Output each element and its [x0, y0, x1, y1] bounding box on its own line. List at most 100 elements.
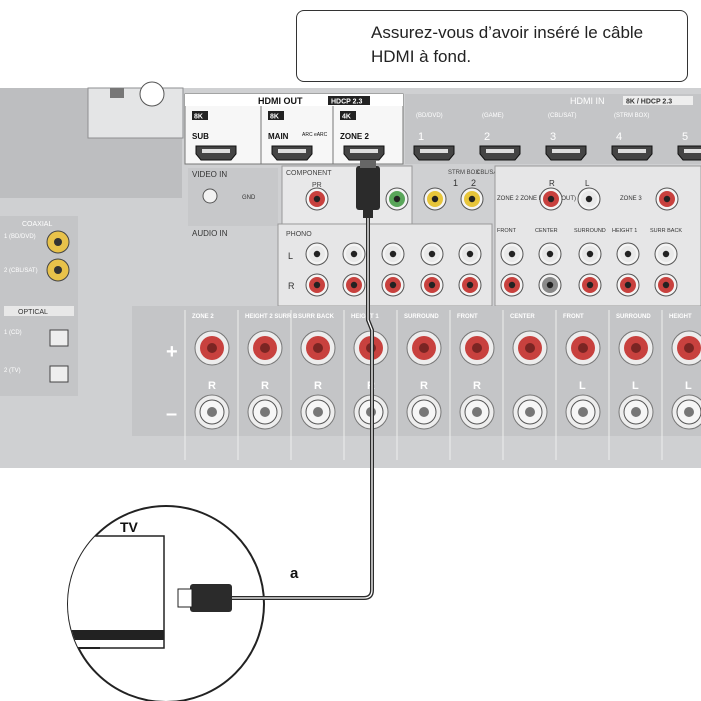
phono-label: PHONO [286, 231, 312, 238]
preout-jack-bottom[interactable] [578, 273, 602, 297]
optical-jack-2[interactable] [49, 365, 69, 383]
audio-in-jack-l[interactable] [458, 242, 482, 266]
speaker-column-name: HEIGHT 2 SURR B [245, 314, 298, 320]
preout-jack-top[interactable] [654, 242, 678, 266]
preout-jack-bottom[interactable] [538, 273, 562, 297]
hdmi-out-port[interactable] [343, 145, 385, 161]
hdmi-out-port-name: MAIN [268, 132, 289, 141]
hdmi-out-res-text: 8K [194, 114, 203, 121]
hdmi-out-port[interactable] [271, 145, 313, 161]
hdmi-in-port[interactable] [677, 145, 701, 161]
composite-num-1: 1 [453, 178, 458, 188]
audio-in-jack-l[interactable] [420, 242, 444, 266]
speaker-terminal-minus[interactable] [459, 394, 495, 430]
speaker-terminal-plus[interactable] [300, 330, 336, 366]
hdmi-cable: a [177, 160, 380, 612]
hdmi-out-port-name: ZONE 2 [340, 132, 369, 141]
hdmi-out-res-badge [268, 111, 284, 120]
antenna-connector [139, 81, 165, 107]
speaker-terminal-plus[interactable] [459, 330, 495, 366]
composite-label-1: STRM BOX [448, 170, 479, 176]
preout-jack-bottom[interactable] [616, 273, 640, 297]
audio-in-jack-l[interactable] [381, 242, 405, 266]
component-jack-y[interactable] [385, 187, 409, 211]
speaker-terminal-plus[interactable] [247, 330, 283, 366]
speaker-terminal-plus[interactable] [671, 330, 701, 366]
composite-jack-1[interactable] [423, 187, 447, 211]
preout-jack-bottom[interactable] [500, 273, 524, 297]
gnd-screw[interactable] [202, 188, 218, 204]
zone2-zoneb-label: ZONE 2 ZONE B (LINE OUT) [497, 196, 576, 202]
preout-jack-bottom[interactable] [654, 273, 678, 297]
speaker-side-letter: R [314, 380, 322, 392]
speaker-terminal-plus[interactable] [406, 330, 442, 366]
zone2-out-l[interactable] [577, 187, 601, 211]
hdmi-out-port[interactable] [195, 145, 237, 161]
audio-in-jack-r[interactable] [458, 273, 482, 297]
hdmi-in-title: HDMI IN [570, 96, 605, 106]
hdmi-in-badge: 8K / HDCP 2.3 [626, 99, 672, 106]
audio-in-jack-r[interactable] [381, 273, 405, 297]
speaker-terminal-minus[interactable] [300, 394, 336, 430]
hdmi-in-port-num: 4 [616, 131, 622, 143]
hdmi-in-port[interactable] [611, 145, 653, 161]
preout-jack-top[interactable] [538, 242, 562, 266]
hdmi-out-port-name: SUB [192, 132, 209, 141]
video-in-title: VIDEO IN [192, 170, 227, 179]
preout-label: SURROUND [574, 228, 606, 234]
speaker-column-name: ZONE 2 [192, 314, 214, 320]
hdmi-in-port-num: 2 [484, 131, 490, 143]
hdmi-in-port[interactable] [479, 145, 521, 161]
speaker-minus-sign: – [166, 403, 177, 425]
speaker-terminal-minus[interactable] [512, 394, 548, 430]
speaker-column-name: CENTER [510, 314, 535, 320]
hdmi-out-res-text: 4K [342, 114, 351, 121]
preout-jack-top[interactable] [578, 242, 602, 266]
hdmi-out-title: HDMI OUT [258, 96, 303, 106]
speaker-terminal-plus[interactable] [618, 330, 654, 366]
hdmi-plug-receiver [356, 160, 380, 218]
preout-jack-top[interactable] [616, 242, 640, 266]
speaker-column: SURR BACK R [290, 310, 336, 460]
optical-label: OPTICAL [18, 309, 48, 316]
preout-label: HEIGHT 1 [612, 228, 637, 234]
coaxial-label: COAXIAL [22, 221, 52, 228]
zone3-label: ZONE 3 [620, 196, 642, 202]
opt-item-2: 2 (TV) [4, 368, 21, 374]
speaker-terminal-minus[interactable] [247, 394, 283, 430]
audio-in-jack-l[interactable] [342, 242, 366, 266]
audio-in-jack-r[interactable] [420, 273, 444, 297]
speaker-column-name: HEIGHT [669, 314, 692, 320]
hdmi-out-port-note: ARC eARC [302, 132, 328, 138]
audio-in-jack-r[interactable] [342, 273, 366, 297]
optical-jack-1[interactable] [49, 329, 69, 347]
speaker-terminal-minus[interactable] [194, 394, 230, 430]
speaker-side-letter: L [632, 380, 639, 392]
hdmi-in-port-num: 3 [550, 131, 556, 143]
zone3-out-r[interactable] [655, 187, 679, 211]
speaker-terminal-plus[interactable] [565, 330, 601, 366]
notice-text: Assurez-vous d’avoir inséré le câble HDM… [371, 23, 644, 66]
zone2-out-r[interactable] [539, 187, 563, 211]
audio-in-jack-l[interactable] [305, 242, 329, 266]
speaker-column-name: SURROUND [404, 314, 439, 320]
component-jack-pr[interactable] [305, 187, 329, 211]
coax-item-2: 2 (CBL/SAT) [4, 268, 38, 274]
composite-jack-2[interactable] [460, 187, 484, 211]
audio-in-jack-r[interactable] [305, 273, 329, 297]
speaker-terminal-plus[interactable] [194, 330, 230, 366]
coax-item-1: 1 (BD/DVD) [4, 234, 36, 240]
hdmi-in-port[interactable] [413, 145, 455, 161]
speaker-terminal-minus[interactable] [565, 394, 601, 430]
speaker-terminal-plus[interactable] [512, 330, 548, 366]
hdmi-in-port-name: (BD/DVD) [416, 113, 443, 119]
speaker-terminal-minus[interactable] [618, 394, 654, 430]
speaker-column: CENTER [502, 310, 548, 460]
speaker-terminal-minus[interactable] [406, 394, 442, 430]
hdmi-in-port[interactable] [545, 145, 587, 161]
speaker-column-name: SURR BACK [298, 314, 335, 320]
preout-jack-top[interactable] [500, 242, 524, 266]
speaker-terminal-minus[interactable] [671, 394, 701, 430]
speaker-column: ZONE 2R [184, 310, 230, 460]
